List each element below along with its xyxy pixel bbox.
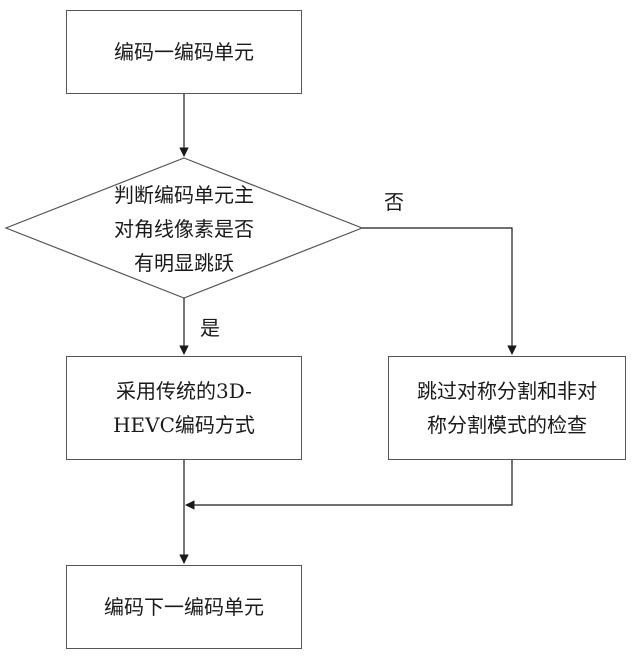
yes-process-line-1: 采用传统的3D- xyxy=(113,374,255,408)
yes-process-line-2: HEVC编码方式 xyxy=(113,408,255,442)
no-process-line-1: 跳过对称分割和非对 xyxy=(417,374,597,408)
arrow-no-to-merge xyxy=(186,460,512,505)
end-text: 编码下一编码单元 xyxy=(104,590,264,624)
no-process-line-2: 称分割模式的检查 xyxy=(417,408,597,442)
arrow-decision-to-no xyxy=(362,228,512,354)
decision-line-1: 判断编码单元主 xyxy=(64,178,304,212)
decision-text: 判断编码单元主 对角线像素是否 有明显跳跃 xyxy=(64,178,304,280)
start-text: 编码一编码单元 xyxy=(114,35,254,69)
decision-line-3: 有明显跳跃 xyxy=(64,246,304,280)
no-branch-label: 否 xyxy=(384,190,404,214)
start-box: 编码一编码单元 xyxy=(66,10,302,94)
yes-process-box: 采用传统的3D- HEVC编码方式 xyxy=(66,356,302,460)
no-process-box: 跳过对称分割和非对 称分割模式的检查 xyxy=(388,356,626,460)
decision-line-2: 对角线像素是否 xyxy=(64,212,304,246)
yes-branch-label: 是 xyxy=(200,316,220,340)
end-box: 编码下一编码单元 xyxy=(66,565,302,649)
